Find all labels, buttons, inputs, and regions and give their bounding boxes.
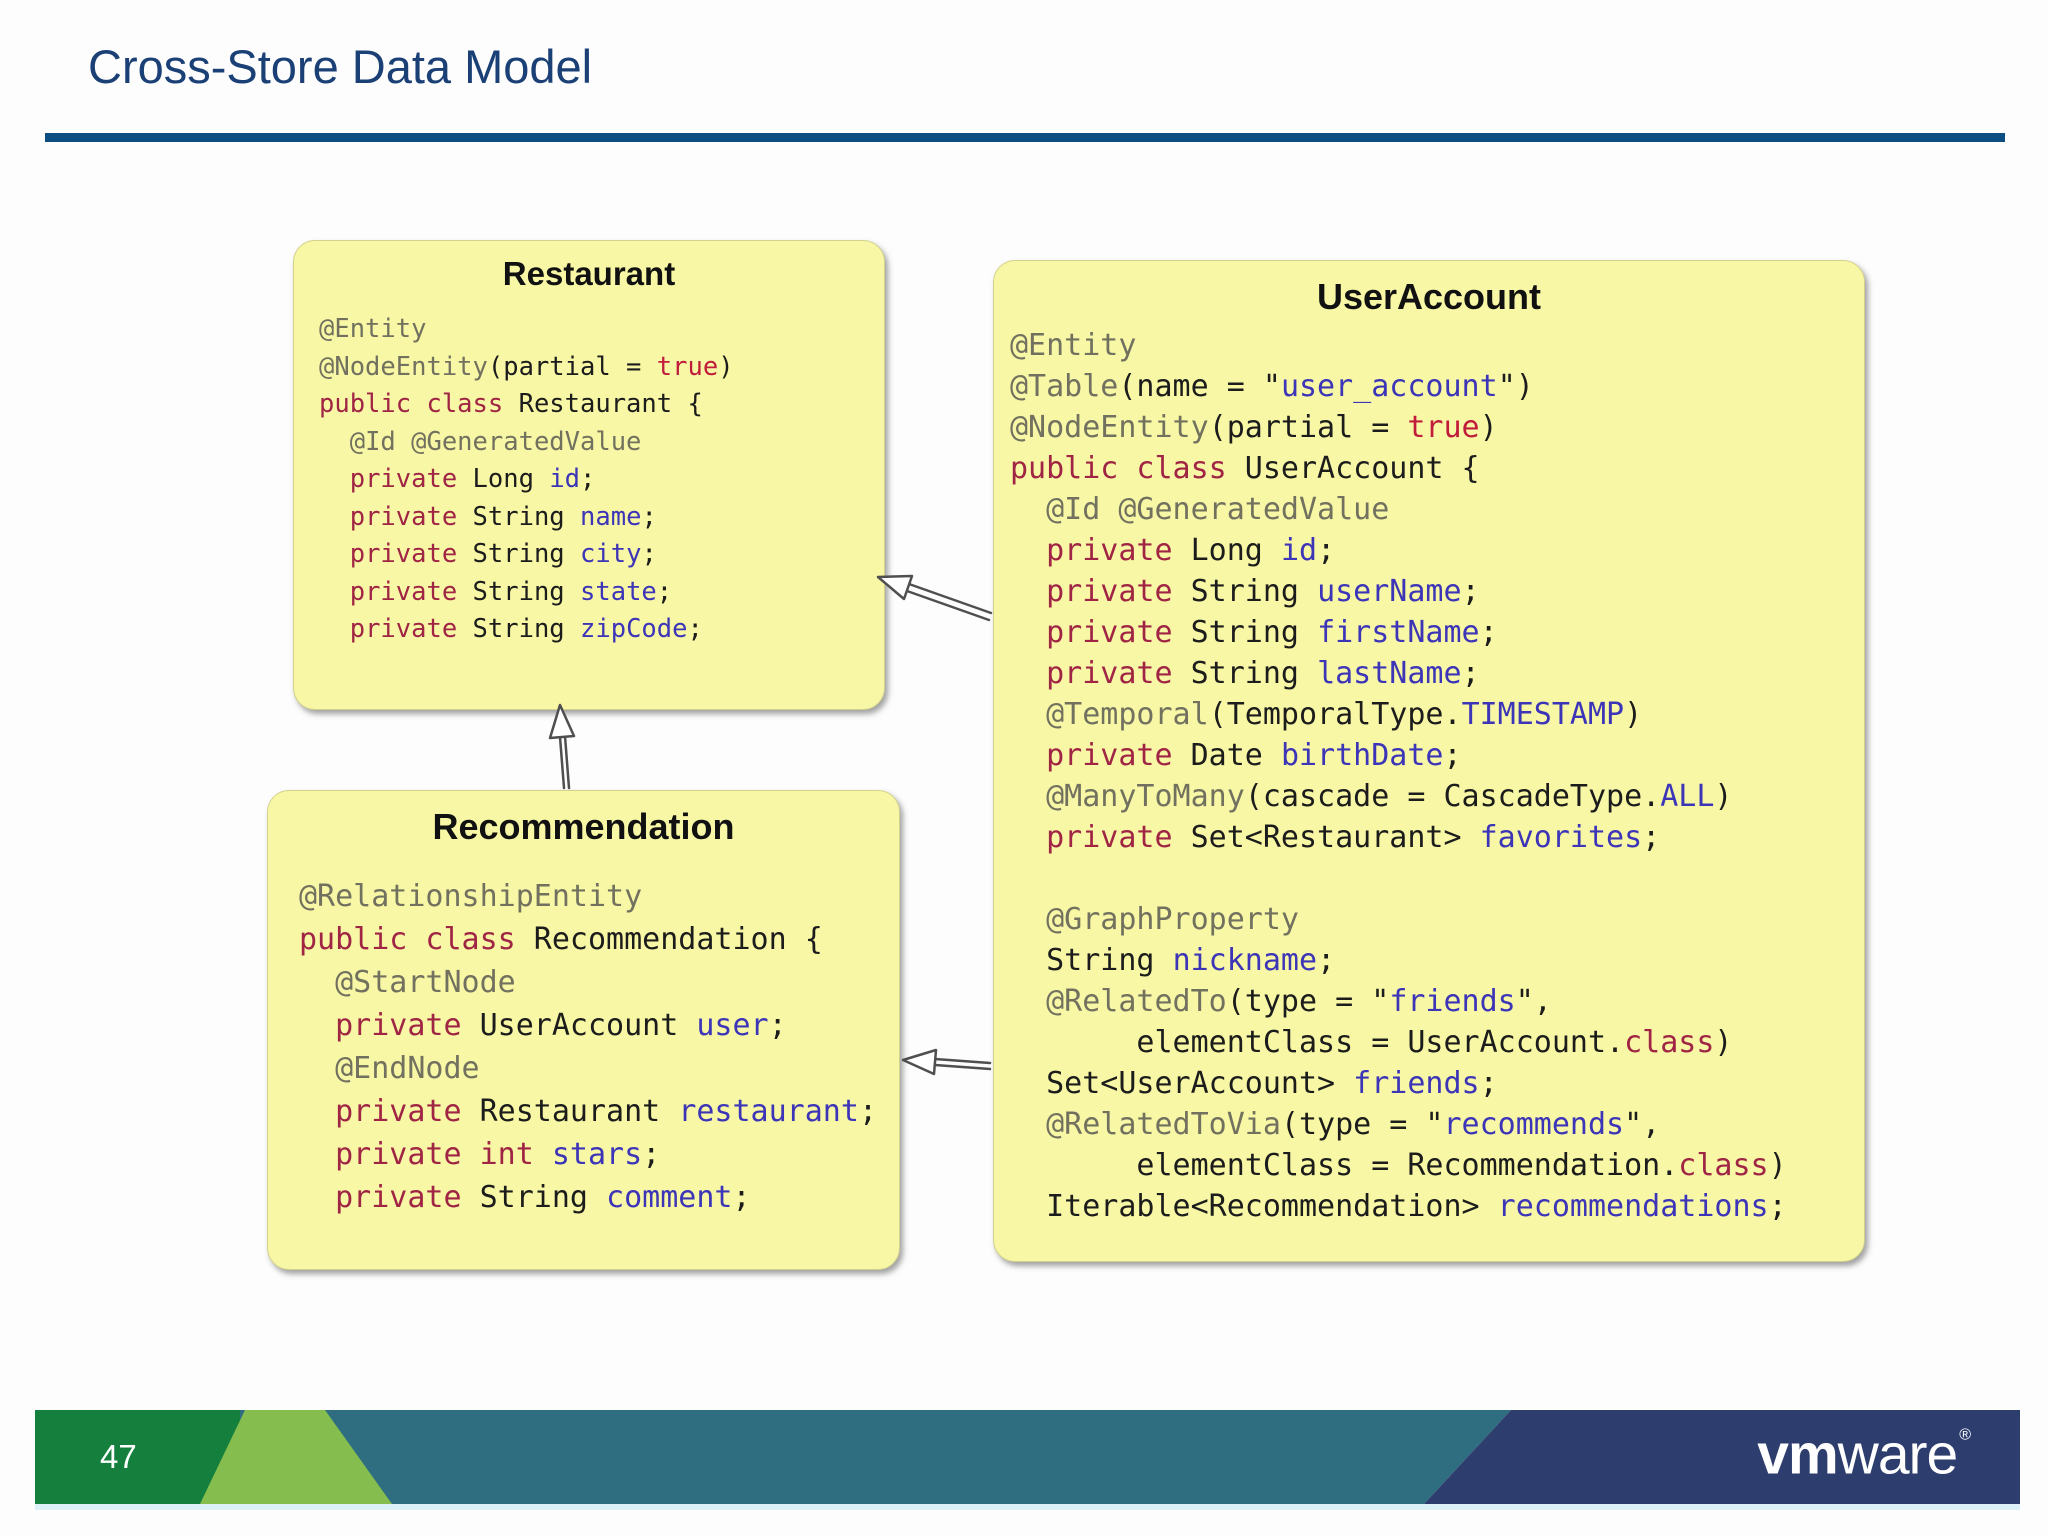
code-line: @Entity — [1010, 328, 1137, 363]
class-box-recommendation-title: Recommendation — [432, 806, 735, 847]
code-line: @Id @GeneratedValue — [349, 426, 642, 457]
code-line: private String name; — [349, 501, 657, 532]
code-line: private Long id; — [1046, 533, 1336, 568]
class-box-restaurant-title: Restaurant — [502, 255, 676, 292]
code-line: private Set<Restaurant> favorites; — [1046, 820, 1661, 855]
code-line: Iterable<Recommendation> recommendations… — [1010, 1189, 1787, 1224]
code-line: @NodeEntity(partial = true) — [1010, 410, 1498, 445]
code-line: Set<UserAccount> friends; — [1010, 1066, 1498, 1101]
code-line: private String userName; — [1046, 574, 1480, 609]
code-line: @GraphProperty — [1046, 902, 1299, 937]
code-line: private Long id; — [349, 464, 596, 494]
code-line: private String zipCode; — [349, 614, 703, 644]
code-line: private String state; — [349, 576, 673, 607]
code-line: @Entity — [319, 314, 427, 344]
code-line: @ManyToMany(cascade = CascadeType.ALL) — [1046, 779, 1733, 814]
class-box-restaurant-code: @Entity @NodeEntity(partial = true) public… — [294, 311, 884, 649]
code-line: @Temporal(TemporalType.TIMESTAMP) — [1046, 697, 1643, 732]
code-line: public class UserAccount { — [1010, 451, 1480, 486]
registered-mark: ® — [1959, 1426, 1971, 1444]
class-box-recommendation-code: @RelationshipEntity public class Recommen… — [268, 875, 899, 1219]
code-line: public class Restaurant { — [319, 389, 703, 419]
vmware-logo-ware: ware — [1837, 1422, 1959, 1487]
code-line: private UserAccount user; — [335, 1008, 787, 1043]
code-line: @Id @GeneratedValue — [1046, 492, 1390, 527]
code-line: @RelatedToVia(type = "recommends", — [1046, 1107, 1661, 1142]
class-box-restaurant: Restaurant @Entity @NodeEntity(partial = … — [293, 240, 885, 710]
code-line: @RelatedTo(type = "friends", — [1046, 984, 1552, 1019]
class-box-useraccount-code: @Entity @Table(name = "user_account") @Nod… — [994, 325, 1864, 1227]
code-line: public class Recommendation { — [299, 922, 823, 957]
footer-band-shapes — [35, 1410, 2020, 1504]
footer-teal-segment — [240, 1410, 1511, 1504]
code-line — [1010, 858, 1864, 899]
vmware-logo: vmware® — [1757, 1421, 1971, 1487]
class-box-useraccount: UserAccount @Entity @Table(name = "user_a… — [993, 260, 1865, 1262]
class-box-useraccount-title: UserAccount — [1316, 276, 1542, 317]
code-line: elementClass = UserAccount.class) — [1010, 1025, 1733, 1060]
code-line: @Table(name = "user_account") — [1010, 369, 1534, 404]
footer-triangle — [200, 1410, 392, 1504]
footer-navy-segment — [1424, 1410, 2020, 1504]
code-line: private String comment; — [335, 1180, 751, 1215]
code-line: @StartNode — [335, 965, 516, 1000]
code-line: private Date birthDate; — [1046, 738, 1462, 773]
code-line: private int stars; — [335, 1137, 661, 1172]
code-line: @EndNode — [335, 1051, 480, 1086]
footer-band: 47 vmware® — [35, 1410, 2020, 1504]
code-line: private Restaurant restaurant; — [335, 1094, 877, 1129]
code-line: @RelationshipEntity — [299, 879, 643, 914]
code-line: String nickname; — [1010, 943, 1336, 978]
slide-number: 47 — [100, 1438, 137, 1475]
title-rule — [45, 133, 2005, 142]
code-line: @NodeEntity(partial = true) — [319, 351, 734, 382]
code-line: private String lastName; — [1046, 656, 1480, 691]
code-line: private String firstName; — [1046, 615, 1498, 650]
code-line: private String city; — [349, 539, 657, 569]
vmware-logo-vm: vm — [1757, 1422, 1838, 1487]
page-title: Cross-Store Data Model — [88, 40, 593, 93]
arrow-recommendation-to-restaurant — [548, 703, 576, 790]
footer-accent-line — [35, 1504, 2020, 1510]
code-line: elementClass = Recommendation.class) — [1010, 1148, 1787, 1183]
arrow-useraccount-to-recommendation — [901, 1048, 992, 1076]
arrow-useraccount-to-restaurant — [876, 574, 993, 622]
class-box-recommendation: Recommendation @RelationshipEntity public… — [267, 790, 900, 1270]
